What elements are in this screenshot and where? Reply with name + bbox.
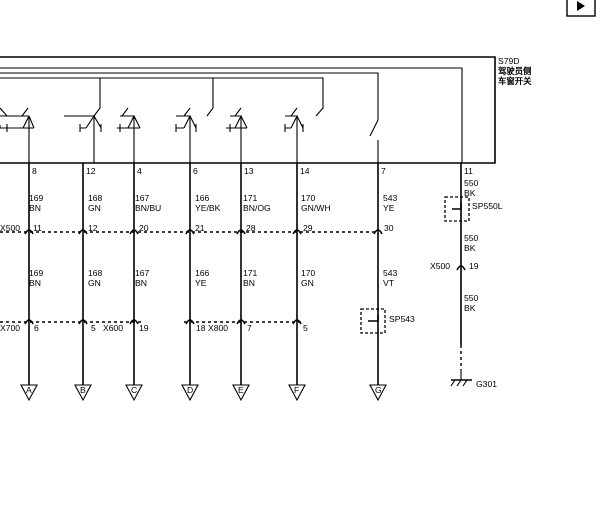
connector-x500-left: X500 xyxy=(0,223,20,233)
color-bn-lower-3: BN xyxy=(243,278,255,288)
terminal-a: A xyxy=(26,385,32,395)
terminal-e: E xyxy=(238,385,244,395)
color-gn: GN xyxy=(88,203,101,213)
pin-4: 4 xyxy=(137,166,142,176)
color-bk-b: BK xyxy=(464,243,476,253)
inline-pin-12: 12 xyxy=(88,223,98,233)
component-name-line1: 驾驶员侧 xyxy=(498,66,532,76)
switch-contacts xyxy=(0,107,379,163)
terminal-g: G xyxy=(375,385,382,395)
internal-bus xyxy=(0,67,463,163)
circuit-550: 550 xyxy=(464,178,479,188)
color-ye: YE xyxy=(383,203,395,213)
circuit-169: 169 xyxy=(29,193,44,203)
connector-x500-right: X500 xyxy=(430,261,450,271)
splice-sp550l: SP550L xyxy=(444,196,503,222)
circuit-171-lower: 171 xyxy=(243,268,258,278)
inline-pin-20: 20 xyxy=(139,223,149,233)
circuit-543-lower: 543 xyxy=(383,268,398,278)
connector-x800: X800 xyxy=(208,323,228,333)
wires xyxy=(28,163,462,385)
terminal-f: F xyxy=(294,385,299,395)
pin-12: 12 xyxy=(86,166,96,176)
circuit-169-lower: 169 xyxy=(29,268,44,278)
connector-x600: X600 xyxy=(103,323,123,333)
splice-sp543: SP543 xyxy=(360,308,415,334)
inline-pin-11: 11 xyxy=(33,223,42,233)
inline-pin-29: 29 xyxy=(303,223,313,233)
circuit-166-lower: 166 xyxy=(195,268,210,278)
low-pin-5b: 5 xyxy=(303,323,308,333)
pin-7: 7 xyxy=(381,166,386,176)
color-bn-lower: BN xyxy=(29,278,41,288)
component-id: S79D xyxy=(498,56,520,66)
color-gn-lower: GN xyxy=(88,278,101,288)
pin-8: 8 xyxy=(32,166,37,176)
svg-text:G301: G301 xyxy=(476,379,497,389)
terminal-b: B xyxy=(80,385,86,395)
svg-text:SP550L: SP550L xyxy=(472,201,503,211)
circuit-170-lower: 170 xyxy=(301,268,316,278)
color-ye-bk: YE/BK xyxy=(195,203,221,213)
circuit-167-lower: 167 xyxy=(135,268,150,278)
svg-text:SP543: SP543 xyxy=(389,314,415,324)
circuit-171: 171 xyxy=(243,193,258,203)
terminal-d: D xyxy=(187,385,193,395)
pin-13: 13 xyxy=(244,166,254,176)
color-gn-wh: GN/WH xyxy=(301,203,331,213)
color-gn-lower-2: GN xyxy=(301,278,314,288)
pin-14: 14 xyxy=(300,166,310,176)
play-button[interactable] xyxy=(566,0,596,17)
color-bn-lower-2: BN xyxy=(135,278,147,288)
inline-pin-21: 21 xyxy=(195,223,205,233)
low-pin-5: 5 xyxy=(91,323,96,333)
inline-pin-19-right: 19 xyxy=(469,261,479,271)
connector-arcs xyxy=(24,229,466,325)
color-bn-og: BN/OG xyxy=(243,203,271,213)
circuit-168: 168 xyxy=(88,193,103,203)
color-vt: VT xyxy=(383,278,395,288)
ground-symbol-g301: G301 xyxy=(450,370,497,389)
inline-pin-28: 28 xyxy=(246,223,256,233)
circuit-166: 166 xyxy=(195,193,210,203)
circuit-168-lower: 168 xyxy=(88,268,103,278)
play-icon xyxy=(577,1,585,11)
terminal-c: C xyxy=(131,385,137,395)
low-pin-18: 18 xyxy=(196,323,206,333)
low-pin-6: 6 xyxy=(34,323,39,333)
circuit-550-b: 550 xyxy=(464,233,479,243)
triangle-terminals xyxy=(20,384,387,402)
color-bk: BK xyxy=(464,188,476,198)
color-bn: BN xyxy=(29,203,41,213)
inline-pin-30: 30 xyxy=(384,223,394,233)
pin-11: 11 xyxy=(464,166,473,176)
circuit-167: 167 xyxy=(135,193,150,203)
low-pin-19: 19 xyxy=(139,323,149,333)
pin-6: 6 xyxy=(193,166,198,176)
connector-x700: X700 xyxy=(0,323,20,333)
low-pin-7: 7 xyxy=(247,323,252,333)
color-bn-bu: BN/BU xyxy=(135,203,161,213)
switch-housing xyxy=(0,56,496,164)
component-name-line2: 车窗开关 xyxy=(498,76,532,86)
circuit-170: 170 xyxy=(301,193,316,203)
color-ye-lower: YE xyxy=(195,278,207,288)
circuit-543: 543 xyxy=(383,193,398,203)
color-bk-c: BK xyxy=(464,303,476,313)
circuit-550-c: 550 xyxy=(464,293,479,303)
